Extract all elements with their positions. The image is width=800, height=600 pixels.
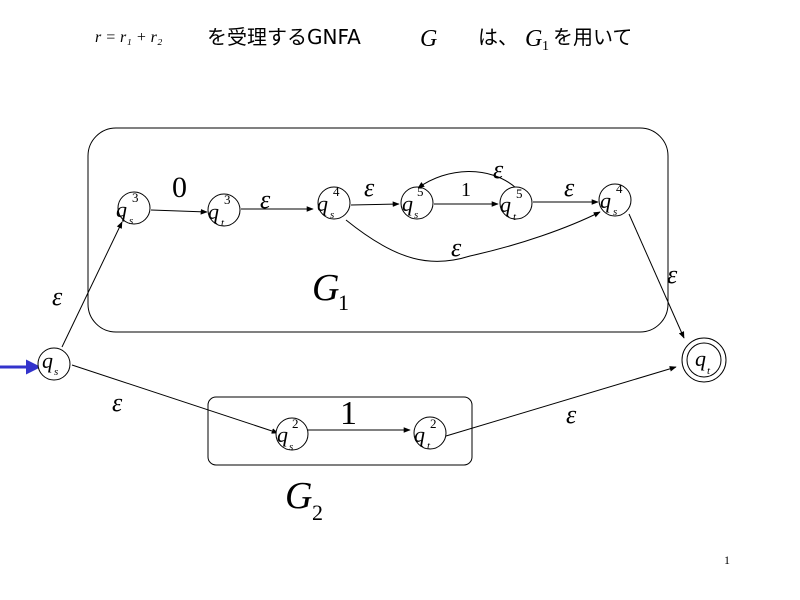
edge-qt4-qt — [628, 213, 685, 339]
label-eps-qt5-qs5: ε — [493, 155, 504, 184]
svg-text:t: t — [221, 217, 225, 229]
state-qt3: q 3 t — [207, 192, 241, 229]
label-zero: 0 — [172, 171, 187, 204]
title-text3: を用いて — [553, 25, 632, 49]
transitions — [0, 171, 685, 437]
svg-text:2: 2 — [430, 416, 437, 431]
svg-text:s: s — [129, 215, 133, 227]
svg-text:q: q — [500, 192, 511, 217]
g1-label: G — [312, 267, 339, 309]
label-eps-qt4-qt: ε — [667, 260, 678, 289]
page-number: 1 — [724, 553, 730, 567]
edge-qs3-qt3 — [150, 208, 208, 215]
edge-qs4-qt4 — [345, 211, 601, 262]
svg-text:s: s — [330, 209, 334, 221]
label-eps-qt5-qt4: ε — [564, 173, 575, 202]
svg-text:q: q — [42, 348, 53, 373]
state-qt2: q 2 t — [413, 416, 447, 452]
svg-text:q: q — [402, 191, 413, 216]
title-var-g: G — [420, 26, 437, 52]
edge-qs-qs3 — [61, 221, 123, 348]
state-qt5: q 5 t — [499, 186, 533, 223]
state-qs: q s — [37, 347, 71, 381]
edge-labels: 0 1 1 ε ε ε ε ε ε ε ε ε — [52, 155, 678, 432]
svg-text:5: 5 — [417, 184, 424, 199]
title-g1-base: G — [525, 26, 542, 52]
title-formula: r = r₁ + r₂ — [95, 29, 163, 46]
title-g1-sub: 1 — [542, 39, 549, 54]
svg-text:q: q — [208, 199, 219, 224]
svg-text:s: s — [54, 366, 58, 378]
g2-label-sub: 2 — [312, 500, 323, 525]
svg-text:t: t — [707, 365, 711, 377]
g1-box — [87, 127, 669, 333]
slide-title: r = r₁ + r₂ を受理するGNFA G は、 G 1 を用いて — [95, 25, 632, 54]
label-eps-qs4-qt4: ε — [451, 233, 462, 262]
state-qs2: q 2 s — [275, 416, 309, 453]
state-qt-accept: q t — [681, 337, 727, 383]
title-text2: は、 — [478, 25, 518, 49]
svg-text:t: t — [427, 440, 431, 452]
label-one-small: 1 — [461, 179, 471, 201]
label-eps-qs-qs3: ε — [52, 282, 63, 311]
label-eps-qs4-qs5: ε — [364, 173, 375, 202]
svg-text:4: 4 — [616, 181, 623, 196]
g2-box — [207, 396, 473, 466]
edge-qt2-qt — [445, 366, 677, 437]
label-eps-qt2-qt: ε — [566, 400, 577, 429]
label-eps-qt3-qs4: ε — [260, 185, 271, 214]
state-qt4: q 4 s — [598, 181, 632, 218]
svg-text:5: 5 — [516, 186, 523, 201]
svg-text:s: s — [414, 209, 418, 221]
state-qs4: q 4 s — [317, 184, 351, 221]
state-qs3: q 3 s — [116, 190, 151, 227]
svg-text:t: t — [513, 211, 517, 223]
g2-label: G — [285, 475, 312, 517]
svg-text:q: q — [600, 188, 611, 213]
svg-text:s: s — [289, 441, 293, 453]
edge-qs-qs2 — [71, 364, 279, 434]
svg-text:q: q — [277, 422, 288, 447]
svg-text:q: q — [116, 197, 127, 222]
svg-text:2: 2 — [292, 416, 299, 431]
label-eps-qs-qs2: ε — [112, 388, 123, 417]
label-one-large: 1 — [340, 395, 357, 432]
g1-label-sub: 1 — [338, 290, 349, 315]
state-qs5: q 5 s — [400, 184, 434, 221]
svg-text:q: q — [414, 422, 425, 447]
svg-text:q: q — [695, 346, 706, 371]
svg-text:4: 4 — [333, 184, 340, 199]
edge-qt5-qs5 — [417, 171, 517, 189]
svg-text:3: 3 — [224, 192, 231, 207]
title-text: を受理するGNFA — [207, 25, 361, 49]
svg-text:q: q — [317, 191, 328, 216]
svg-text:3: 3 — [132, 190, 139, 205]
edge-qs4-qs5 — [350, 201, 400, 207]
svg-text:s: s — [613, 206, 617, 218]
